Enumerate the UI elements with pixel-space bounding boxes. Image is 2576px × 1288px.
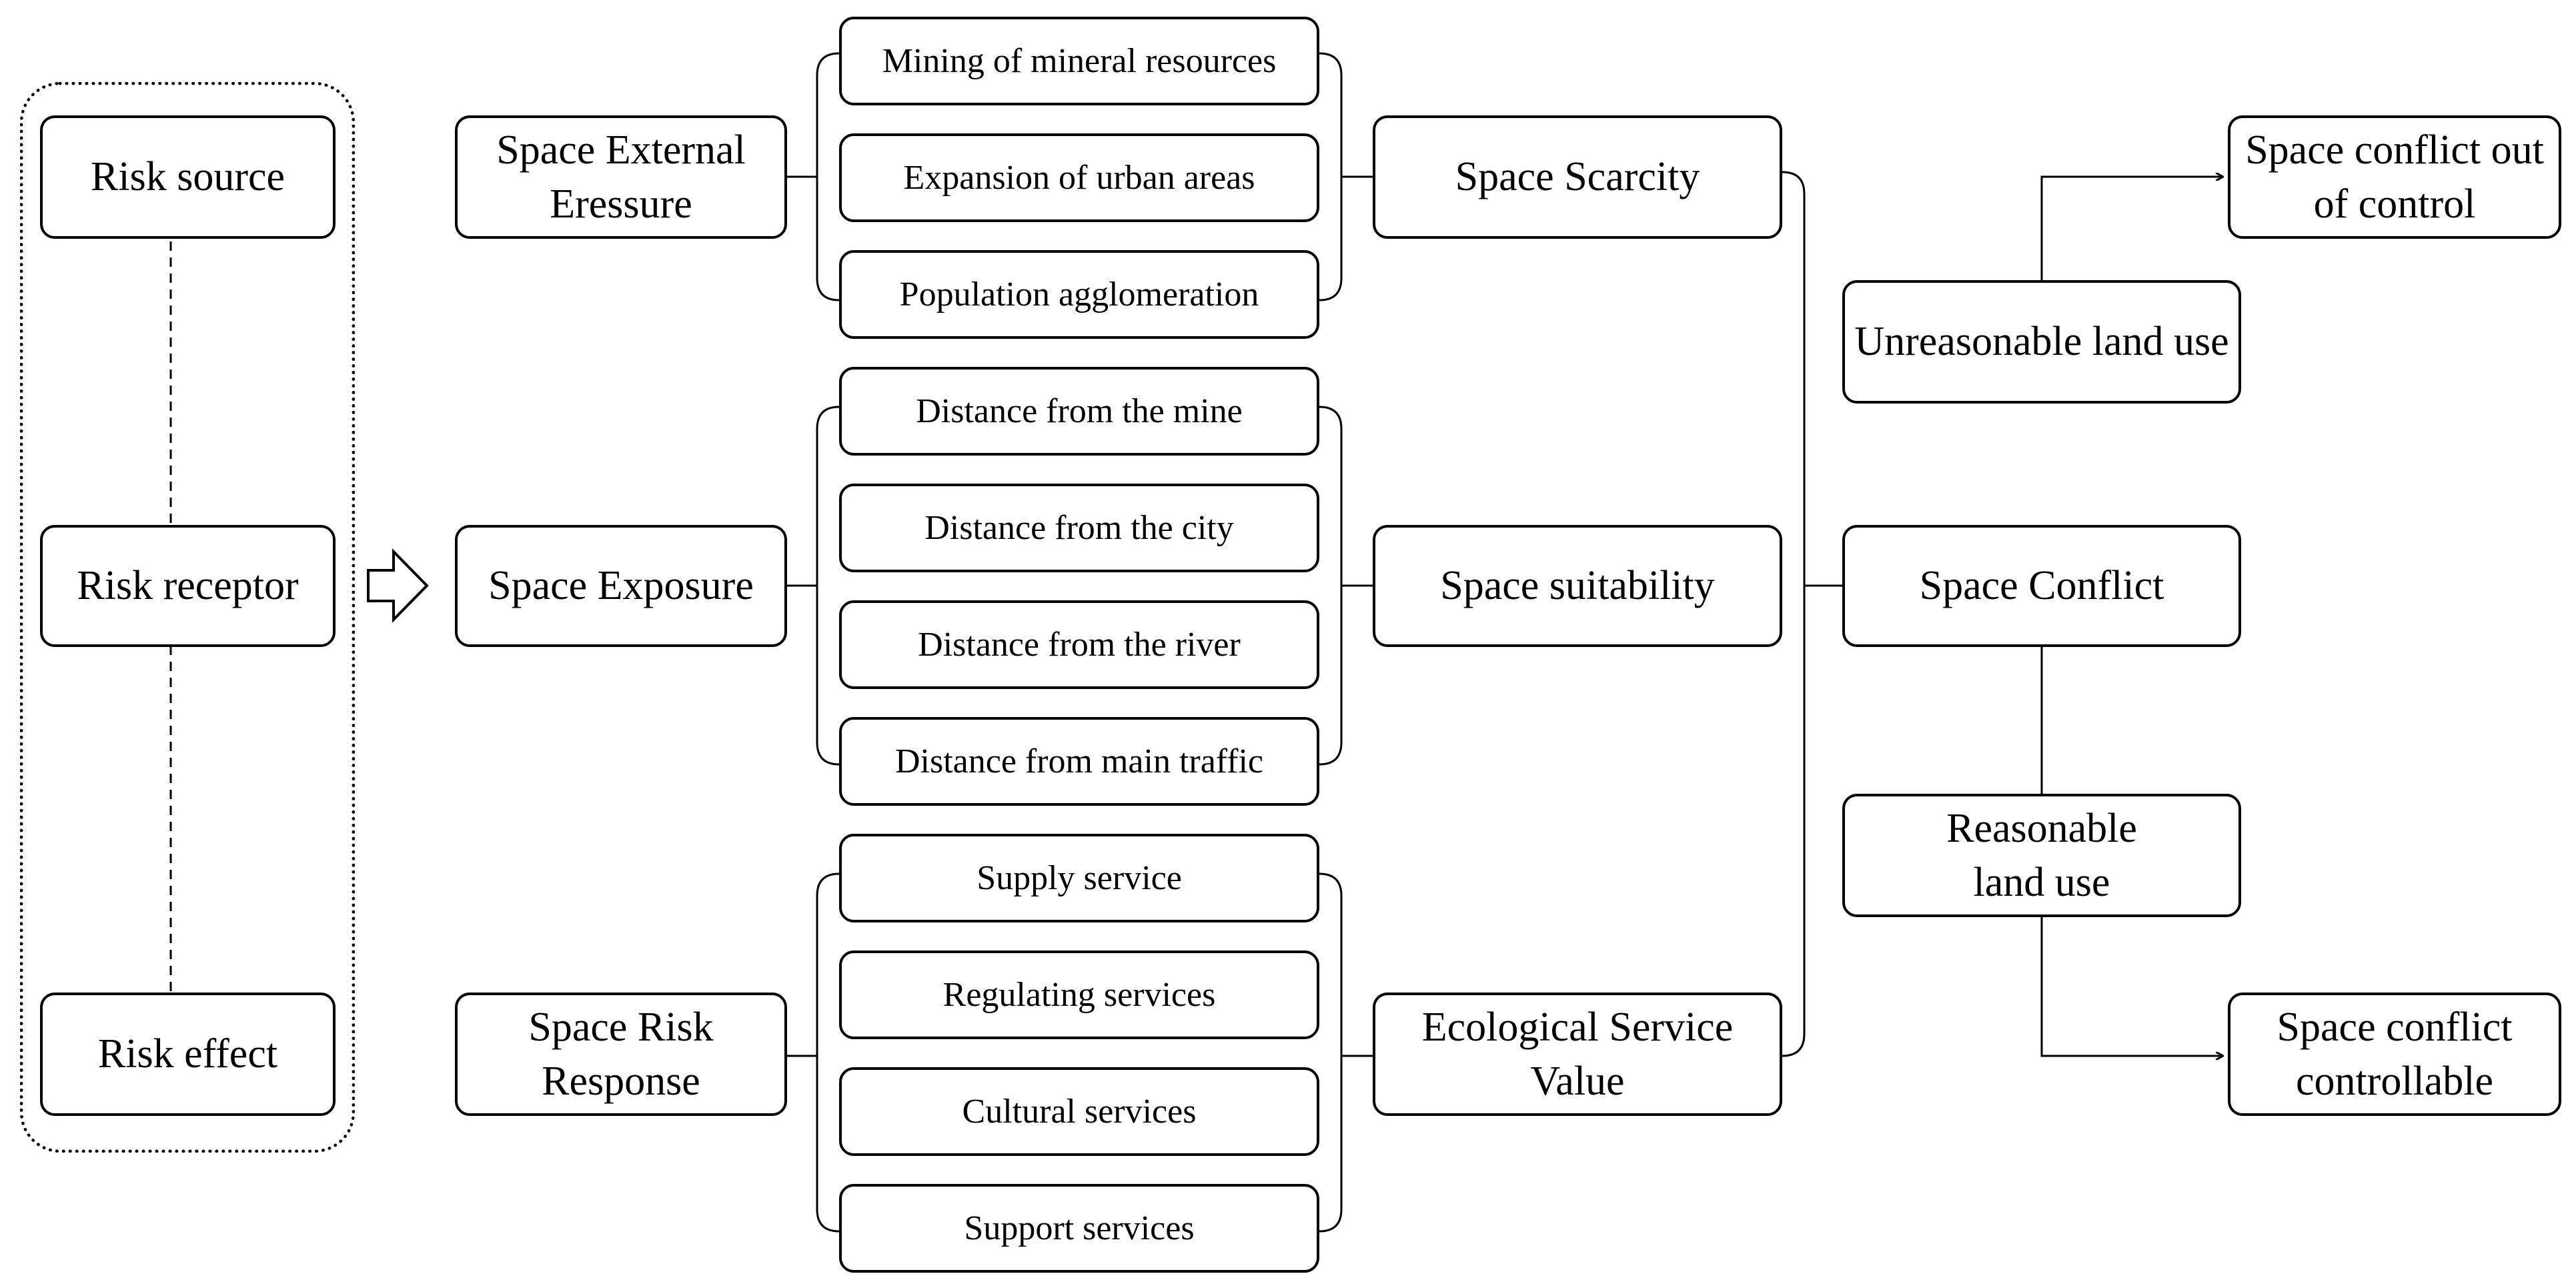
indicator-cultural-label: Cultural services <box>962 1092 1197 1131</box>
conflict-out-of-control-box: Space conflict out of control <box>2228 115 2561 239</box>
space-risk-response-box: Space Risk Response <box>455 993 787 1116</box>
risk-receptor-label: Risk receptor <box>77 563 299 609</box>
indicator-dist-city-label: Distance from the city <box>924 508 1234 547</box>
unreasonable-land-use-box: Unreasonable land use <box>1842 280 2241 404</box>
space-scarcity-label: Space Scarcity <box>1455 154 1700 200</box>
risk-source-label: Risk source <box>90 154 285 200</box>
space-exposure-label: Space Exposure <box>488 563 754 609</box>
indicator-dist-traffic-label: Distance from main traffic <box>894 742 1264 780</box>
indicator-dist-river-label: Distance from the river <box>918 625 1241 664</box>
reasonable-land-use-box: Reasonable land use <box>1842 794 2241 917</box>
indicator-support-box: Support services <box>839 1184 1319 1273</box>
ecological-service-value-label: Ecological Service Value <box>1421 1004 1734 1104</box>
unreasonable-land-use-label: Unreasonable land use <box>1854 319 2229 365</box>
indicator-supply-box: Supply service <box>839 834 1319 922</box>
indicator-population-box: Population agglomeration <box>839 250 1319 339</box>
left-bracket-group2 <box>816 406 840 766</box>
indicator-supply-label: Supply service <box>977 858 1182 897</box>
space-external-pressure-box: Space External Eressure <box>455 115 787 239</box>
risk-chain-frame <box>20 82 355 1153</box>
space-suitability-box: Space suitability <box>1373 525 1782 647</box>
risk-receptor-box: Risk receptor <box>40 525 336 647</box>
indicator-population-label: Population agglomeration <box>899 275 1259 313</box>
indicator-dist-mine-box: Distance from the mine <box>839 367 1319 456</box>
risk-source-box: Risk source <box>40 115 336 239</box>
indicator-urban-expansion-box: Expansion of urban areas <box>839 133 1319 222</box>
indicator-urban-expansion-label: Expansion of urban areas <box>903 158 1255 197</box>
conflict-out-of-control-label: Space conflict out of control <box>2245 127 2544 227</box>
reasonable-land-use-label: Reasonable land use <box>1946 805 2137 905</box>
indicator-mining-box: Mining of mineral resources <box>839 17 1319 105</box>
indicator-dist-traffic-box: Distance from main traffic <box>839 717 1319 806</box>
left-bracket-group1 <box>816 52 840 301</box>
left-bracket-group3 <box>816 872 840 1233</box>
space-risk-response-label: Space Risk Response <box>528 1004 714 1104</box>
space-conflict-box: Space Conflict <box>1842 525 2241 647</box>
space-exposure-box: Space Exposure <box>455 525 787 647</box>
attributes-brace <box>1782 171 1806 1057</box>
right-bracket-group1 <box>1319 52 1343 301</box>
indicator-regulating-box: Regulating services <box>839 950 1319 1039</box>
risk-effect-label: Risk effect <box>97 1031 278 1077</box>
space-external-pressure-label: Space External Eressure <box>496 127 746 227</box>
indicator-dist-river-box: Distance from the river <box>839 600 1319 689</box>
space-suitability-label: Space suitability <box>1440 563 1715 609</box>
indicator-support-label: Support services <box>964 1209 1195 1247</box>
right-bracket-group2 <box>1319 406 1343 766</box>
conflict-controllable-box: Space conflict controllable <box>2228 993 2561 1116</box>
indicator-mining-label: Mining of mineral resources <box>882 41 1277 80</box>
arrow-to-controllable <box>2040 915 2222 1056</box>
arrow-to-out-of-control <box>2040 177 2222 280</box>
risk-effect-box: Risk effect <box>40 993 336 1116</box>
block-arrow-icon <box>367 548 429 623</box>
indicator-dist-city-box: Distance from the city <box>839 484 1319 572</box>
right-bracket-group3 <box>1319 872 1343 1233</box>
indicator-regulating-label: Regulating services <box>942 975 1216 1014</box>
space-scarcity-box: Space Scarcity <box>1373 115 1782 239</box>
ecological-service-value-box: Ecological Service Value <box>1373 993 1782 1116</box>
indicator-dist-mine-label: Distance from the mine <box>916 392 1243 430</box>
conflict-controllable-label: Space conflict controllable <box>2277 1004 2513 1104</box>
indicator-cultural-box: Cultural services <box>839 1067 1319 1156</box>
space-conflict-label: Space Conflict <box>1919 563 2164 609</box>
